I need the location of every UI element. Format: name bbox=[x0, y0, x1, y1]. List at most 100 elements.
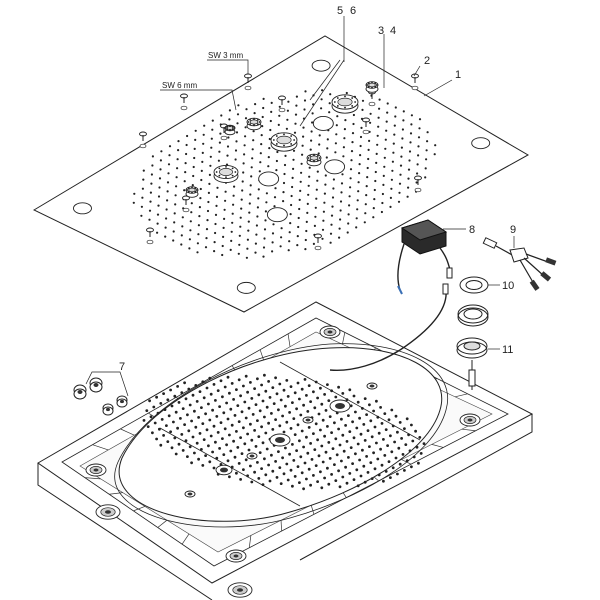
inner-hole bbox=[267, 421, 270, 425]
inner-hole bbox=[408, 449, 412, 453]
perforation-hole bbox=[321, 89, 324, 92]
inner-hole bbox=[159, 402, 163, 405]
inner-hole bbox=[166, 398, 170, 402]
jet-nozzle bbox=[224, 124, 236, 136]
perforation-hole bbox=[215, 204, 218, 207]
perforation-hole bbox=[402, 110, 405, 113]
inner-hole bbox=[349, 446, 353, 449]
inner-hole bbox=[376, 415, 380, 419]
perforation-hole bbox=[232, 203, 235, 206]
perforation-hole bbox=[159, 168, 162, 171]
perforation-hole bbox=[196, 251, 199, 254]
inner-hole bbox=[373, 425, 377, 429]
inner-hole bbox=[256, 419, 259, 422]
perforation-hole bbox=[339, 209, 342, 212]
perforation-hole bbox=[280, 236, 283, 239]
perforation-hole bbox=[271, 232, 275, 235]
perforation-hole bbox=[246, 238, 249, 241]
inner-hole bbox=[303, 378, 307, 381]
inner-hole bbox=[225, 443, 229, 447]
perforation-hole bbox=[221, 253, 224, 257]
inner-hole bbox=[242, 384, 245, 388]
inner-hole bbox=[243, 442, 247, 446]
inner-hole bbox=[289, 468, 293, 472]
callout-4: 4 bbox=[390, 25, 396, 37]
inner-hole bbox=[328, 415, 332, 418]
jet-nozzle bbox=[365, 81, 379, 93]
perforation-hole bbox=[172, 239, 175, 242]
perforation-hole bbox=[238, 243, 241, 246]
inner-hole bbox=[309, 400, 312, 403]
perforation-hole bbox=[290, 203, 293, 207]
inner-hole bbox=[207, 402, 210, 406]
perforation-hole bbox=[262, 255, 265, 258]
perforation-hole bbox=[349, 186, 352, 189]
plate-opening bbox=[266, 207, 288, 223]
inner-hole bbox=[356, 484, 360, 488]
inner-hole bbox=[334, 437, 338, 441]
inner-hole bbox=[257, 393, 261, 397]
inner-hole bbox=[323, 393, 326, 396]
perforation-hole bbox=[409, 132, 413, 135]
perforation-hole bbox=[407, 168, 411, 171]
inner-hole bbox=[237, 462, 241, 465]
perforation-hole bbox=[372, 207, 375, 210]
perforation-hole bbox=[393, 124, 396, 127]
inner-hole bbox=[201, 380, 205, 384]
perforation-hole bbox=[261, 125, 264, 128]
perforation-hole bbox=[156, 213, 160, 216]
inner-hole bbox=[291, 443, 294, 446]
perforation-hole bbox=[241, 189, 244, 192]
inner-hole bbox=[190, 419, 194, 423]
inner-hole bbox=[359, 432, 363, 436]
perforation-hole bbox=[286, 109, 289, 112]
perforation-hole bbox=[335, 124, 338, 127]
jet-nozzles bbox=[185, 81, 379, 198]
inner-hole bbox=[187, 387, 191, 391]
jet-nozzle bbox=[270, 132, 298, 152]
perforation-hole bbox=[157, 195, 161, 198]
perforation-hole bbox=[390, 187, 393, 190]
inner-hole bbox=[380, 463, 384, 467]
inner-hole bbox=[380, 422, 384, 425]
part-8-module bbox=[329, 219, 466, 372]
inner-hole bbox=[240, 410, 244, 414]
inner-hole bbox=[183, 423, 187, 426]
perforation-hole bbox=[181, 225, 184, 228]
perforation-hole bbox=[323, 192, 326, 195]
inner-hole bbox=[327, 441, 331, 444]
inner-nozzle bbox=[366, 382, 378, 390]
inner-hole bbox=[328, 457, 332, 460]
perforation-hole bbox=[402, 119, 405, 122]
perforation-hole bbox=[156, 231, 159, 234]
perforation-hole bbox=[364, 203, 367, 206]
perforation-hole bbox=[210, 137, 213, 140]
perforation-hole bbox=[301, 144, 304, 147]
jet-nozzle bbox=[185, 186, 199, 198]
perforation-hole bbox=[206, 209, 210, 213]
perforation-hole bbox=[264, 210, 267, 213]
perforation-hole bbox=[308, 175, 311, 178]
inner-hole bbox=[349, 404, 353, 408]
inner-hole bbox=[312, 474, 315, 477]
inner-hole bbox=[160, 418, 164, 421]
perforation-hole bbox=[369, 121, 372, 124]
inner-hole bbox=[372, 409, 375, 413]
inner-hole bbox=[204, 454, 208, 457]
inner-hole bbox=[146, 425, 150, 428]
inner-hole bbox=[232, 398, 236, 401]
perforation-hole bbox=[148, 209, 152, 212]
wrench-sw3-label: SW 3 mm bbox=[208, 51, 243, 60]
inner-hole bbox=[337, 385, 340, 389]
inner-hole bbox=[270, 412, 273, 415]
perforation-hole bbox=[385, 129, 388, 132]
perforation-hole bbox=[205, 237, 208, 240]
perforation-hole bbox=[392, 142, 395, 145]
perforation-hole bbox=[192, 174, 195, 178]
inner-hole bbox=[382, 479, 385, 483]
inner-hole bbox=[344, 465, 347, 469]
inner-hole bbox=[285, 462, 289, 466]
inner-hole bbox=[383, 412, 387, 415]
inner-hole bbox=[396, 430, 399, 434]
inner-hole bbox=[254, 403, 258, 406]
